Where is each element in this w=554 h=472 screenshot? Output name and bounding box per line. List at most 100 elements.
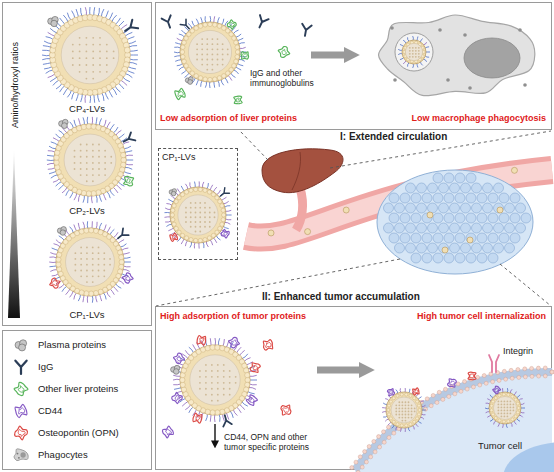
tumor-cell bbox=[384, 223, 394, 233]
core-lattice bbox=[74, 264, 76, 266]
core-lattice bbox=[204, 202, 206, 204]
igg-chain bbox=[300, 24, 311, 37]
core-lattice bbox=[199, 207, 201, 209]
lipid-head bbox=[81, 124, 86, 129]
lipid-head bbox=[389, 400, 392, 403]
lipid-head bbox=[491, 400, 494, 403]
core-lattice bbox=[195, 212, 197, 214]
core-lattice bbox=[401, 414, 403, 416]
igg-chain bbox=[15, 361, 26, 374]
vesicle-shell bbox=[170, 187, 226, 243]
opn-protein bbox=[170, 233, 178, 241]
core-lattice bbox=[98, 258, 100, 260]
lipid-head bbox=[91, 124, 96, 129]
membrane-lipid bbox=[517, 375, 521, 379]
core-lattice bbox=[86, 64, 88, 66]
core-lattice bbox=[74, 270, 76, 272]
core-lattice bbox=[217, 364, 219, 366]
lipid-head bbox=[119, 255, 124, 260]
tumor-cell bbox=[466, 173, 476, 183]
opn-protein bbox=[468, 372, 476, 380]
tumor-cell bbox=[450, 223, 460, 233]
lipid-head bbox=[203, 238, 207, 242]
macrophage-nucleus bbox=[464, 38, 520, 78]
core-lattice bbox=[86, 246, 88, 248]
membrane-lipid bbox=[523, 367, 527, 371]
lipid-head bbox=[215, 196, 219, 200]
core-lattice bbox=[507, 410, 509, 412]
core-lattice bbox=[411, 411, 413, 413]
core-lattice bbox=[86, 162, 88, 164]
lipid-head bbox=[182, 40, 187, 45]
vesicle-shell bbox=[386, 392, 422, 428]
lipid-head bbox=[198, 24, 203, 29]
membrane-lipid bbox=[509, 368, 513, 372]
core-lattice bbox=[408, 407, 410, 409]
core-lattice bbox=[206, 43, 208, 45]
lipid-head bbox=[89, 228, 94, 233]
lipid-head bbox=[194, 238, 198, 242]
lipid-head bbox=[409, 423, 412, 426]
accumulated-vesicle bbox=[427, 212, 433, 218]
core-lattice bbox=[204, 221, 206, 223]
core-lattice bbox=[74, 252, 76, 254]
liver-protein bbox=[178, 91, 183, 97]
lipid-head bbox=[174, 199, 178, 203]
core-lattice bbox=[235, 382, 237, 384]
structure-label: Tumor cell bbox=[478, 440, 522, 451]
tumor-cell bbox=[422, 253, 432, 263]
panel-caption: Low macrophage phagocytosis bbox=[411, 113, 546, 124]
lipid-head bbox=[187, 67, 192, 72]
core-lattice bbox=[507, 401, 509, 403]
lipid-head bbox=[184, 190, 188, 194]
igg-antibody bbox=[122, 20, 138, 35]
membrane-lipid bbox=[367, 444, 371, 448]
igg-antibody bbox=[218, 188, 229, 199]
membrane-lipid bbox=[537, 374, 541, 378]
membrane-lipid bbox=[536, 366, 540, 370]
tumor-cell bbox=[389, 233, 399, 243]
core-lattice bbox=[98, 150, 100, 152]
core-lattice bbox=[411, 414, 413, 416]
opn-protein bbox=[18, 430, 25, 437]
lipid-head bbox=[121, 157, 126, 162]
tumor-cell bbox=[466, 193, 476, 203]
core-lattice bbox=[86, 275, 88, 277]
core-lattice bbox=[92, 264, 94, 266]
lipid-head bbox=[511, 395, 514, 398]
core-lattice bbox=[103, 264, 105, 266]
tumor-cell bbox=[494, 203, 504, 213]
opn-protein bbox=[193, 413, 202, 423]
core-lattice bbox=[92, 156, 94, 158]
lipid-head bbox=[184, 236, 188, 240]
core-lattice bbox=[92, 275, 94, 277]
core-lattice bbox=[92, 246, 94, 248]
tumor-cell bbox=[477, 193, 487, 203]
granule bbox=[463, 33, 467, 37]
core-lattice bbox=[86, 156, 88, 158]
annotation: IgG and other immunoglobulins bbox=[250, 68, 326, 88]
core-lattice bbox=[201, 48, 203, 50]
core-lattice bbox=[504, 401, 506, 403]
tumor-cell bbox=[477, 233, 487, 243]
tumor-cell bbox=[439, 203, 449, 213]
core-lattice bbox=[79, 51, 81, 53]
core-lattice bbox=[99, 71, 101, 73]
core-lattice bbox=[185, 212, 187, 214]
tumor-cell bbox=[444, 233, 454, 243]
plasma-protein-lobe bbox=[171, 191, 175, 195]
core-lattice bbox=[80, 258, 82, 260]
core-lattice bbox=[501, 401, 503, 403]
opn-protein bbox=[263, 340, 272, 351]
tumor-cell bbox=[488, 193, 498, 203]
plasma-protein bbox=[57, 227, 66, 236]
membrane-lipid bbox=[447, 395, 451, 399]
vesicle-core bbox=[405, 43, 422, 60]
opn-protein bbox=[197, 335, 206, 345]
core-lattice bbox=[92, 270, 94, 272]
core-lattice bbox=[86, 180, 88, 182]
core-lattice bbox=[86, 168, 88, 170]
lipid-head bbox=[180, 377, 185, 382]
lipid-head bbox=[234, 40, 239, 45]
cd44-protein bbox=[172, 392, 182, 403]
